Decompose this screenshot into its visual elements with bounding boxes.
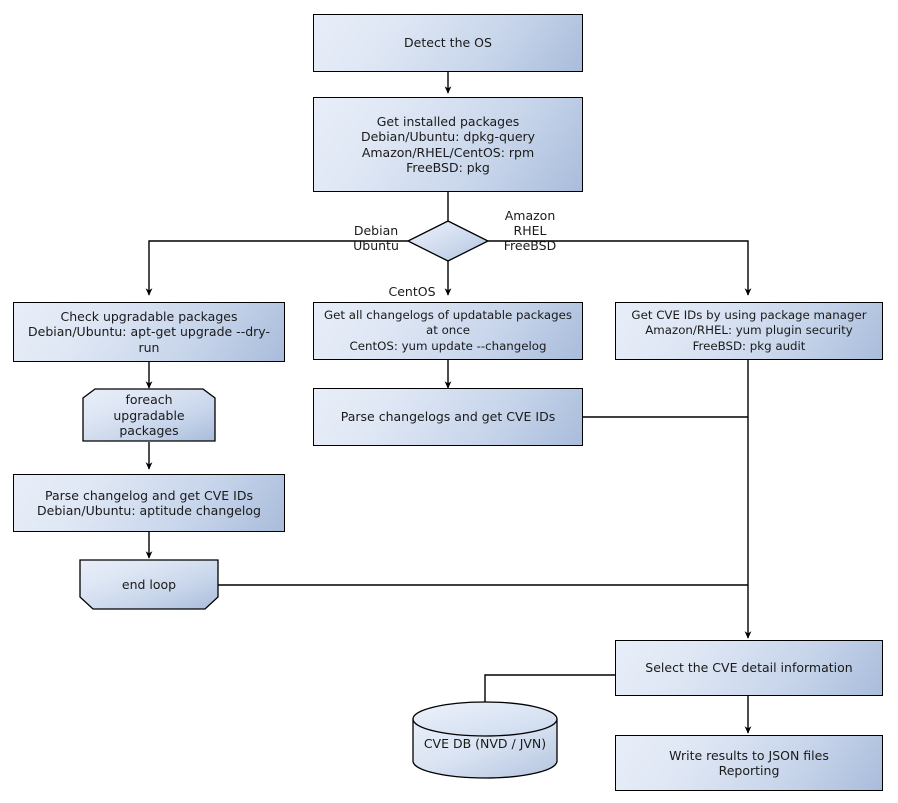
- end-loop-shape: [79, 559, 219, 610]
- edge-label-amazon-rhel-freebsd: Amazon RHEL FreeBSD: [503, 208, 557, 253]
- node-foreach-loop-start-label: foreach upgradable packages: [113, 392, 185, 439]
- node-end-loop[interactable]: end loop: [80, 560, 218, 609]
- node-end-loop-label: end loop: [121, 576, 177, 592]
- node-get-all-changelogs[interactable]: Get all changelogs of updatable packages…: [313, 302, 583, 360]
- node-os-decision[interactable]: [408, 221, 488, 261]
- node-cve-db[interactable]: CVE DB (NVD / JVN): [413, 702, 557, 778]
- node-parse-changelogs-cve-ids-label: Parse changelogs and get CVE IDs: [340, 409, 556, 425]
- node-check-upgradable-packages-label: Check upgradable packages Debian/Ubuntu:…: [28, 308, 270, 355]
- node-cve-db-label: CVE DB (NVD / JVN): [423, 735, 547, 751]
- node-write-results-label: Write results to JSON files Reporting: [669, 747, 829, 779]
- edge-label-centos: CentOS: [388, 284, 436, 299]
- os-decision-shape: [406, 220, 490, 262]
- node-check-upgradable-packages[interactable]: Check upgradable packages Debian/Ubuntu:…: [13, 302, 285, 362]
- node-get-cve-ids-pkgmgr-label: Get CVE IDs by using package manager Ama…: [631, 307, 867, 353]
- cve-db-shape: [412, 701, 558, 779]
- node-parse-changelog-cve-ids[interactable]: Parse changelog and get CVE IDs Debian/U…: [13, 474, 285, 532]
- node-get-installed-packages-label: Get installed packages Debian/Ubuntu: dp…: [360, 113, 536, 176]
- edge-label-debian-ubuntu: Debian Ubuntu: [353, 223, 399, 253]
- node-get-cve-ids-pkgmgr[interactable]: Get CVE IDs by using package manager Ama…: [615, 302, 883, 360]
- node-parse-changelog-cve-ids-label: Parse changelog and get CVE IDs Debian/U…: [37, 487, 261, 519]
- node-select-cve-detail[interactable]: Select the CVE detail information: [615, 640, 883, 696]
- node-detect-os-label: Detect the OS: [404, 35, 492, 51]
- foreach-loop-shape: [82, 388, 216, 442]
- node-select-cve-detail-label: Select the CVE detail information: [645, 660, 853, 676]
- node-detect-os[interactable]: Detect the OS: [313, 14, 583, 72]
- node-write-results[interactable]: Write results to JSON files Reporting: [615, 735, 883, 791]
- node-foreach-loop-start[interactable]: foreach upgradable packages: [83, 389, 215, 442]
- node-get-all-changelogs-label: Get all changelogs of updatable packages…: [324, 307, 572, 353]
- node-get-installed-packages[interactable]: Get installed packages Debian/Ubuntu: dp…: [313, 97, 583, 192]
- node-parse-changelogs-cve-ids[interactable]: Parse changelogs and get CVE IDs: [313, 388, 583, 446]
